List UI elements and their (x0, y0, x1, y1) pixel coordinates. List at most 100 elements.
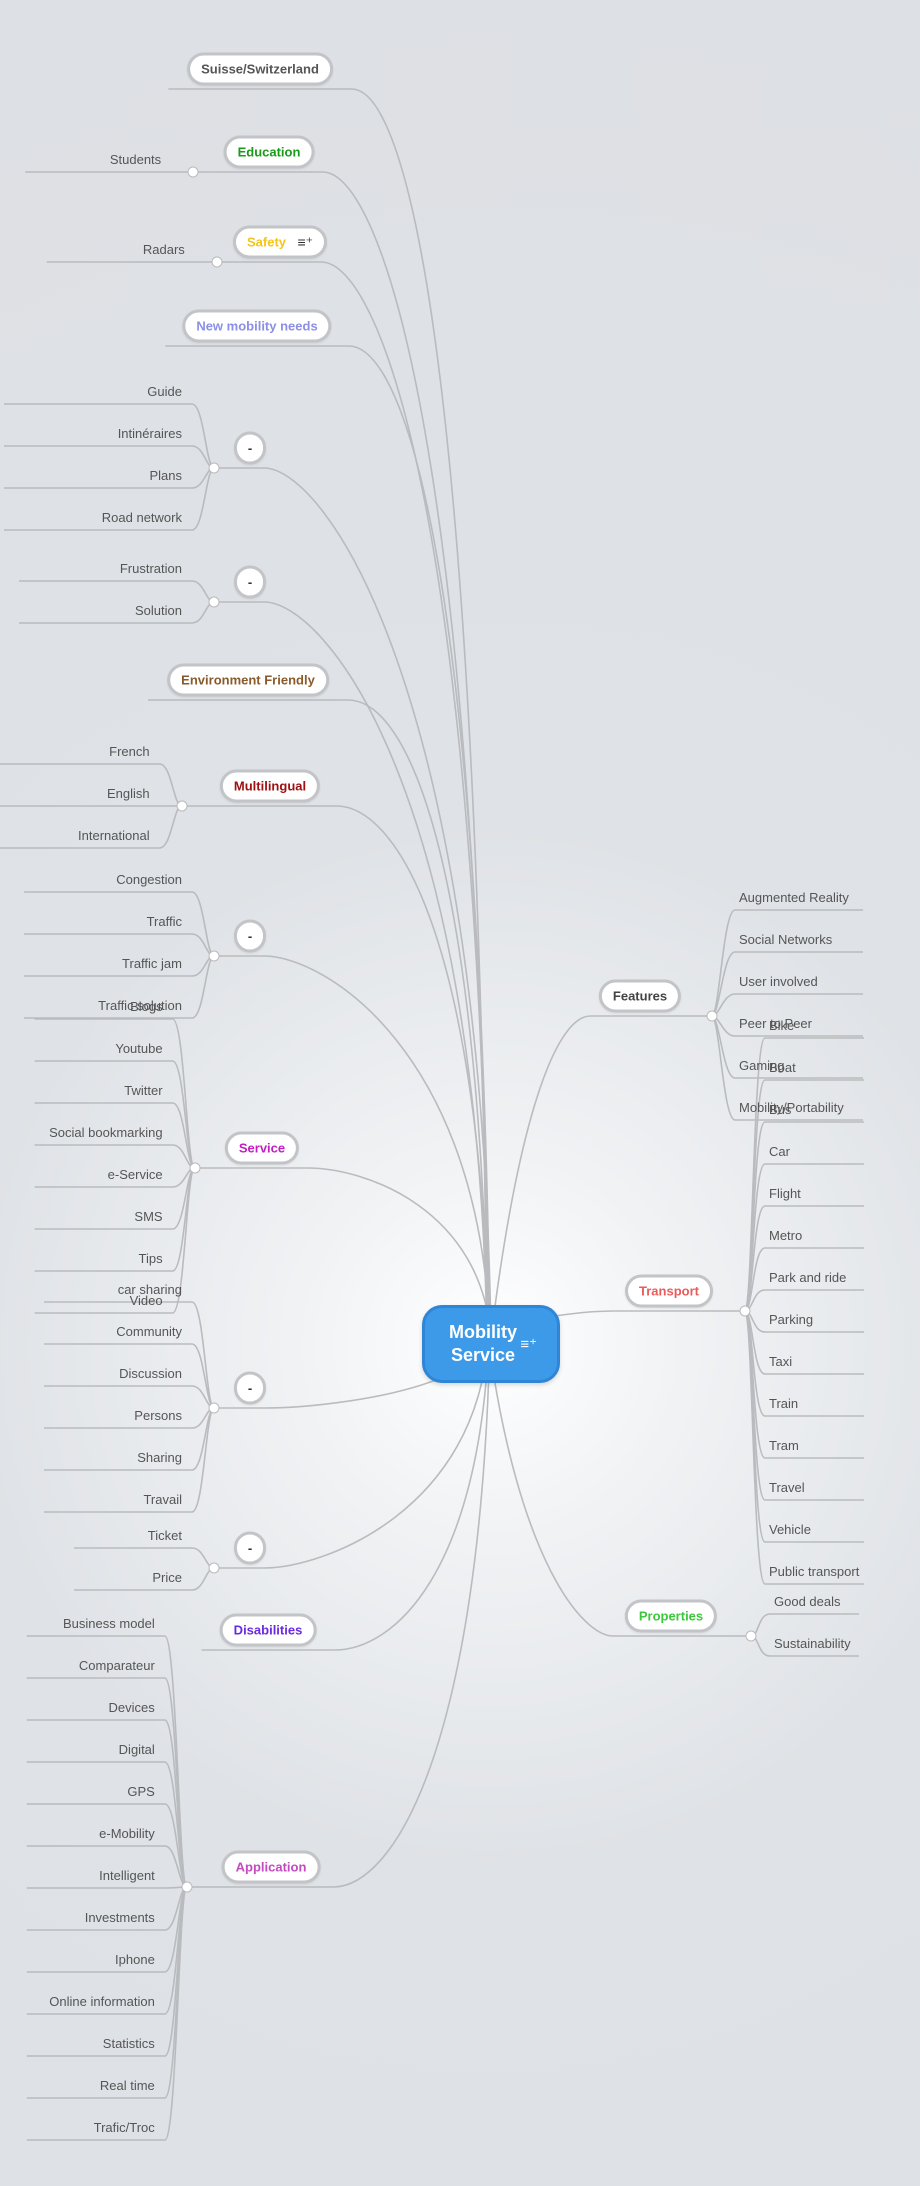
topic-group[interactable]: - (234, 565, 266, 599)
branch-joint[interactable] (211, 256, 223, 268)
branch-joint[interactable] (181, 1881, 193, 1893)
subtopic[interactable]: Social Networks (739, 932, 833, 947)
subtopic[interactable]: Flight (769, 1186, 801, 1201)
topic-properties[interactable]: Properties (624, 1599, 718, 1633)
note-icon[interactable]: ≡⁺ (297, 233, 314, 250)
topic-group[interactable]: - (234, 431, 266, 465)
subtopic[interactable]: Twitter (124, 1083, 163, 1098)
subtopic[interactable]: Guide (147, 384, 182, 399)
subtopic[interactable]: Blogs (130, 999, 163, 1014)
subtopic[interactable]: Video (129, 1293, 163, 1308)
branch-joint[interactable] (745, 1630, 757, 1642)
subtopic[interactable]: User involved (739, 974, 818, 989)
topic-education[interactable]: Education (223, 135, 315, 169)
subtopic[interactable]: English (106, 786, 150, 801)
subtopic[interactable]: Tips (138, 1251, 163, 1266)
topic-safety[interactable]: Safety≡⁺ (232, 225, 328, 259)
subtopic[interactable]: Bike (769, 1018, 795, 1033)
subtopic[interactable]: Discussion (119, 1366, 182, 1381)
subtopic[interactable]: Travel (769, 1480, 805, 1495)
subtopic[interactable]: Sharing (137, 1450, 182, 1465)
subtopic[interactable]: Online information (49, 1994, 155, 2009)
subtopic[interactable]: Plans (149, 468, 182, 483)
subtopic[interactable]: GPS (127, 1784, 155, 1799)
subtopic[interactable]: Traffic (146, 914, 182, 929)
subtopic[interactable]: Gaming (739, 1058, 785, 1073)
subtopic[interactable]: Park and ride (769, 1270, 847, 1285)
topic-multilingual[interactable]: Multilingual (219, 769, 321, 803)
branch-joint[interactable] (706, 1010, 718, 1022)
topic-group[interactable]: - (234, 919, 266, 953)
subtopic[interactable]: Congestion (116, 872, 182, 887)
subtopic[interactable]: Taxi (769, 1354, 793, 1369)
topic-application[interactable]: Application (221, 1850, 321, 1884)
branch-joint[interactable] (187, 166, 199, 178)
topic-environment-friendly[interactable]: Environment Friendly (167, 663, 329, 697)
subtopic[interactable]: Boat (769, 1060, 796, 1075)
subtopic[interactable]: Real time (99, 2078, 155, 2093)
subtopic[interactable]: Social bookmarking (49, 1125, 163, 1140)
subtopic[interactable]: Youtube (115, 1041, 163, 1056)
subtopic[interactable]: Mobility/Portability (739, 1100, 844, 1115)
subtopic[interactable]: Devices (108, 1700, 155, 1715)
subtopic[interactable]: Digital (118, 1742, 155, 1757)
subtopic[interactable]: Students (109, 152, 162, 167)
subtopic[interactable]: Intinéraires (117, 426, 182, 441)
subtopic[interactable]: e-Mobility (99, 1826, 155, 1841)
subtopic[interactable]: Metro (769, 1228, 803, 1243)
subtopic[interactable]: Radars (142, 242, 185, 257)
subtopic[interactable]: Intelligent (99, 1868, 155, 1883)
subtopic[interactable]: Iphone (115, 1952, 155, 1967)
subtopic[interactable]: Community (116, 1324, 182, 1339)
subtopic[interactable]: e-Service (107, 1167, 163, 1182)
subtopic[interactable]: Traffic solution (98, 998, 182, 1013)
subtopic[interactable]: Public transport (769, 1564, 860, 1579)
subtopic[interactable]: Comparateur (78, 1658, 155, 1673)
subtopic[interactable]: SMS (134, 1209, 163, 1224)
subtopic[interactable]: Solution (135, 603, 182, 618)
branch-joint[interactable] (208, 950, 220, 962)
subtopic[interactable]: Bus (769, 1102, 792, 1117)
branch-joint[interactable] (208, 1562, 220, 1574)
subtopic[interactable]: Good deals (774, 1594, 841, 1609)
topic-group[interactable]: - (234, 1371, 266, 1405)
subtopic[interactable]: International (78, 828, 150, 843)
topic-suisse-switzerland[interactable]: Suisse/Switzerland (187, 52, 333, 86)
subtopic[interactable]: Persons (134, 1408, 182, 1423)
topic-service[interactable]: Service (224, 1131, 300, 1165)
subtopic[interactable]: Sustainability (774, 1636, 851, 1651)
subtopic[interactable]: Car (769, 1144, 790, 1159)
branch-joint[interactable] (208, 462, 220, 474)
topic-transport[interactable]: Transport (625, 1274, 713, 1308)
subtopic[interactable]: Travail (143, 1492, 182, 1507)
topic-features[interactable]: Features (598, 979, 682, 1013)
note-icon[interactable]: ≡⁺ (520, 1336, 537, 1353)
subtopic[interactable]: Business model (63, 1616, 155, 1631)
subtopic[interactable]: Tram (769, 1438, 799, 1453)
subtopic[interactable]: Frustration (119, 561, 182, 576)
branch-joint[interactable] (208, 1402, 220, 1414)
branch-joint[interactable] (189, 1162, 201, 1174)
topic-group[interactable]: - (234, 1531, 266, 1565)
subtopic[interactable]: Traffic jam (122, 956, 182, 971)
connector-line (26, 1886, 188, 2141)
subtopic[interactable]: French (109, 744, 150, 759)
subtopic[interactable]: Peer to Peer (739, 1016, 812, 1031)
subtopic[interactable]: Parking (769, 1312, 814, 1327)
central-topic[interactable]: Mobility Service ≡⁺ (422, 1305, 560, 1383)
subtopic[interactable]: Vehicle (769, 1522, 811, 1537)
subtopic[interactable]: car sharing (117, 1282, 182, 1297)
subtopic[interactable]: Trafic/Troc (93, 2120, 155, 2135)
branch-joint[interactable] (739, 1305, 751, 1317)
topic-new-mobility-needs[interactable]: New mobility needs (182, 309, 332, 343)
topic-disabilities[interactable]: Disabilities (219, 1613, 317, 1647)
branch-joint[interactable] (176, 800, 188, 812)
subtopic[interactable]: Ticket (147, 1528, 182, 1543)
subtopic[interactable]: Road network (101, 510, 182, 525)
subtopic[interactable]: Investments (84, 1910, 155, 1925)
subtopic[interactable]: Statistics (102, 2036, 155, 2051)
subtopic[interactable]: Price (152, 1570, 182, 1585)
subtopic[interactable]: Train (769, 1396, 799, 1411)
subtopic[interactable]: Augmented Reality (739, 890, 849, 905)
branch-joint[interactable] (208, 596, 220, 608)
